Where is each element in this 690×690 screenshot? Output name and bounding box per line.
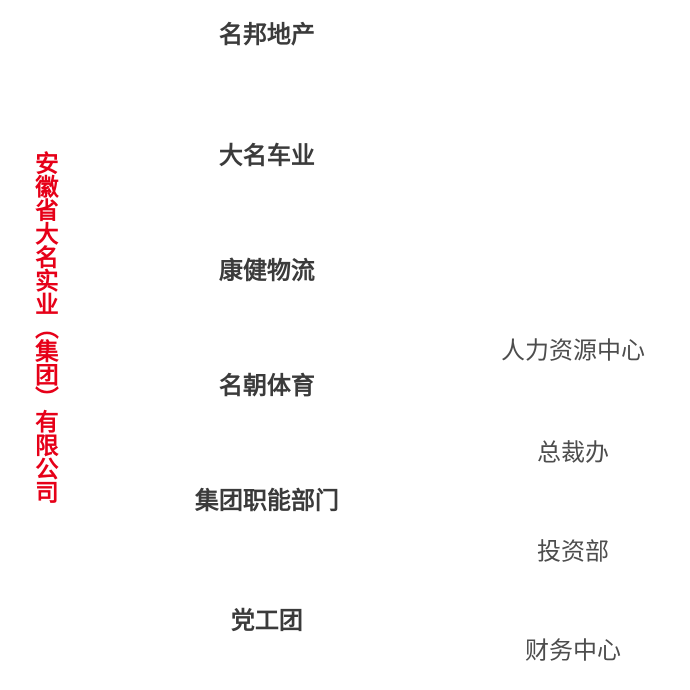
org-node-root-company[interactable]: 安徽省大名实业（集团）有限公司 (31, 151, 59, 504)
org-node-investment-department[interactable]: 投资部 (537, 537, 609, 566)
org-node-kangjian-logistics[interactable]: 康健物流 (219, 256, 315, 285)
org-node-mingchao-sports[interactable]: 名朝体育 (219, 371, 315, 400)
org-node-party-union-league[interactable]: 党工团 (231, 606, 303, 635)
org-node-daming-auto[interactable]: 大名车业 (219, 141, 315, 170)
org-node-mingbang-real-estate[interactable]: 名邦地产 (219, 20, 315, 49)
org-node-hr-center[interactable]: 人力资源中心 (501, 336, 645, 365)
org-node-president-office[interactable]: 总裁办 (537, 438, 609, 467)
org-node-finance-center[interactable]: 财务中心 (525, 636, 621, 665)
org-node-group-functional-departments[interactable]: 集团职能部门 (195, 486, 339, 515)
